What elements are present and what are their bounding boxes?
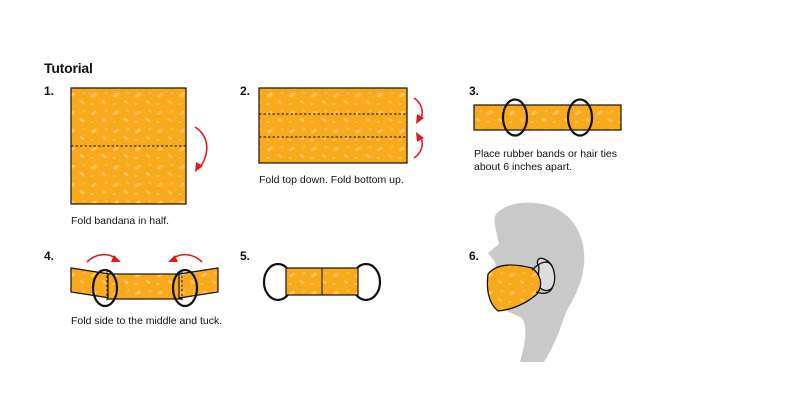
- step-3-caption-line-2: about 6 inches apart.: [474, 161, 573, 173]
- step-1-bandana-illustration: [70, 87, 208, 205]
- step-3-caption-line-1: Place rubber bands or hair ties: [474, 148, 617, 160]
- step-6-wearing-mask-illustration: [486, 202, 585, 362]
- step-2-caption: Fold top down. Fold bottom up.: [259, 174, 404, 186]
- step-4-folding-illustration: [70, 253, 219, 308]
- step-6-number: 6.: [469, 249, 480, 263]
- step-2-bandana-illustration: [258, 87, 424, 164]
- step-1-number: 1.: [44, 84, 55, 98]
- step-3-strip-illustration: [473, 98, 622, 137]
- step-3-number: 3.: [469, 84, 480, 98]
- step-4-caption: Fold side to the middle and tuck.: [71, 315, 223, 327]
- step-1-caption: Fold bandana in half.: [71, 215, 170, 227]
- step-5-finished-mask-illustration: [262, 262, 382, 302]
- step-5-number: 5.: [240, 249, 251, 263]
- step-2-number: 2.: [240, 84, 251, 98]
- step-4-number: 4.: [44, 249, 55, 263]
- section-title: Tutorial: [44, 60, 93, 76]
